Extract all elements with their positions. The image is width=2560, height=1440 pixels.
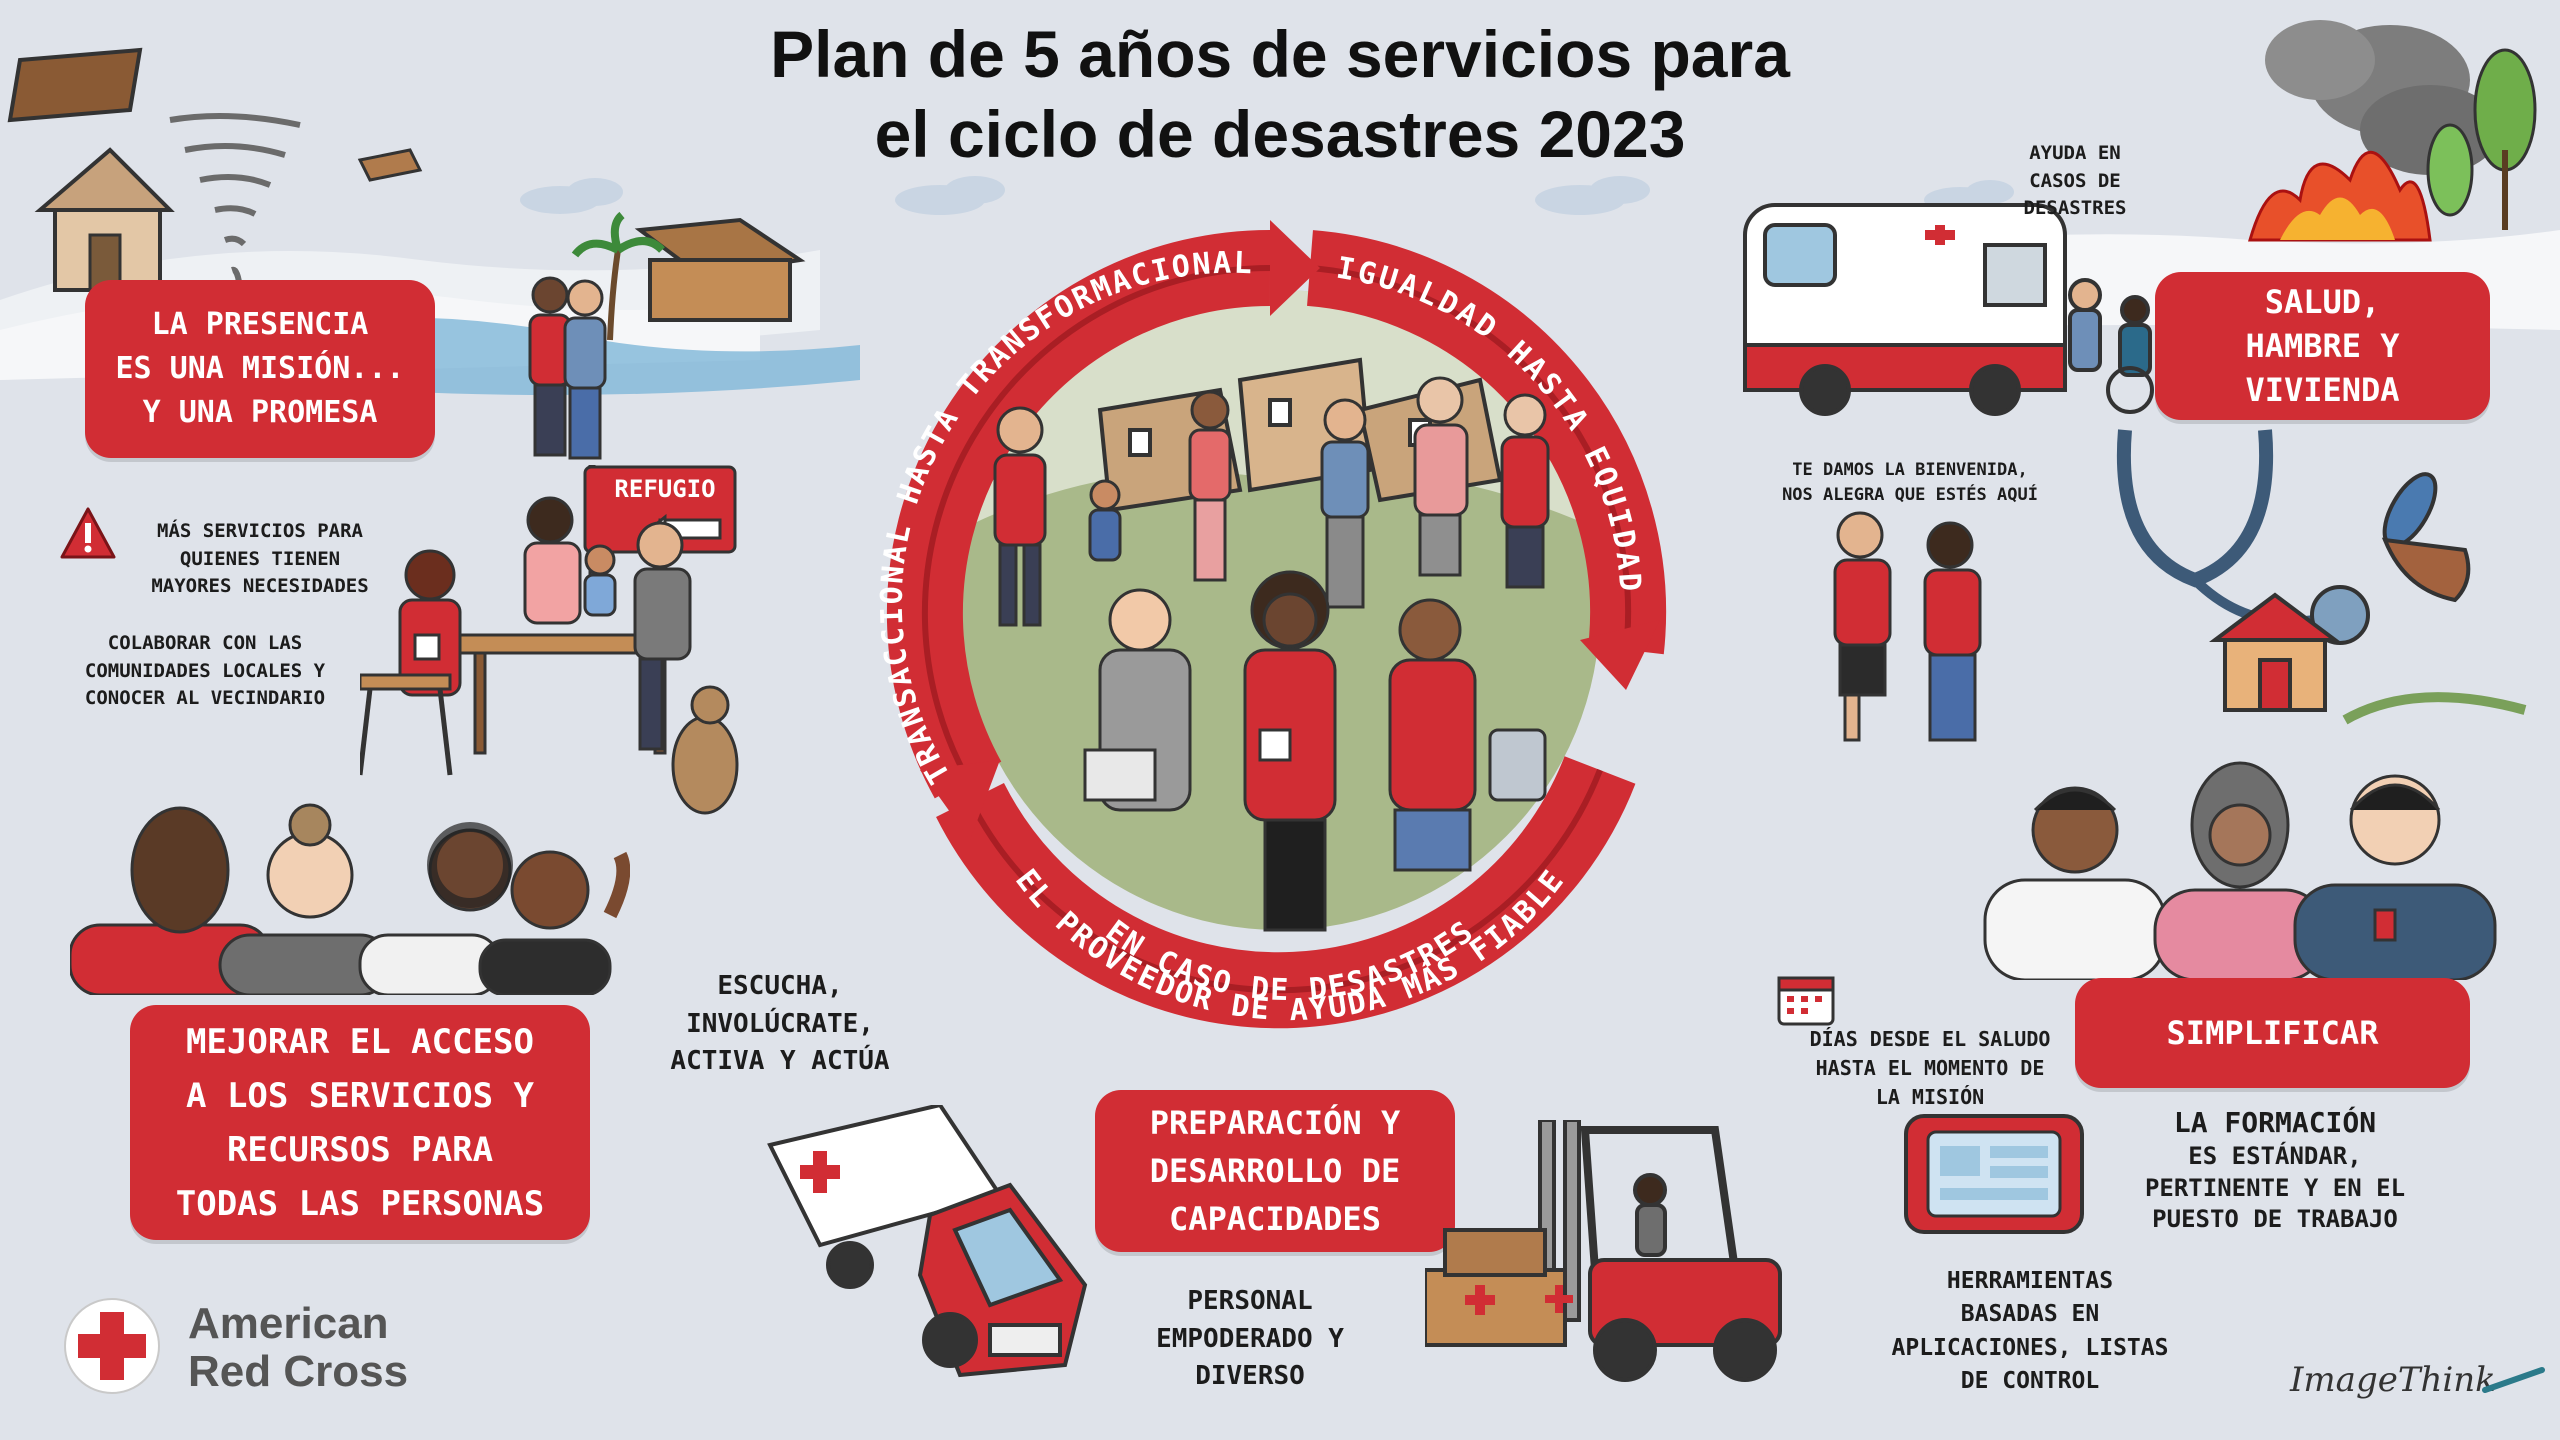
- days-note: DÍAS DESDE EL SALUDO HASTA EL MOMENTO DE…: [1809, 1027, 2051, 1109]
- title-line-2: el ciclo de desastres 2023: [874, 97, 1686, 171]
- stethoscope-house-illustration: [2116, 429, 2527, 725]
- alert-icon: [60, 507, 116, 559]
- health-hunger-housing-box: SALUD, HAMBRE Y VIVIENDA: [2155, 272, 2490, 420]
- red-cross-logo-icon: [64, 1298, 160, 1394]
- presence-line-2: ES UNA MISIÓN...: [115, 351, 405, 386]
- palm-tree-illustration: [571, 211, 665, 341]
- page-title: Plan de 5 años de servicios para el cicl…: [0, 14, 2560, 174]
- refugio-sign-label: REFUGIO: [614, 475, 716, 503]
- welcome-note: TE DAMOS LA BIENVENIDA, NOS ALEGRA QUE E…: [1782, 460, 2038, 505]
- ambulance-illustration: [1743, 203, 2154, 416]
- forklift-illustration: [1425, 1120, 1782, 1382]
- preparation-capacity-box: PREPARACIÓN Y DESARROLLO DE CAPACIDADES: [1095, 1090, 1455, 1252]
- calendar-icon: [1777, 976, 1835, 1026]
- house-illustration: [7, 47, 806, 322]
- simplify-people-illustration: [1983, 761, 2497, 980]
- collaborate-note: COLABORAR CON LAS COMUNIDADES LOCALES Y …: [84, 632, 326, 710]
- app-tools-note: HERRAMIENTAS BASADAS EN APLICACIONES, LI…: [1891, 1268, 2169, 1395]
- more-services-note: MÁS SERVICIOS PARA QUIENES TIENEN MAYORE…: [151, 520, 369, 598]
- empowered-staff-note: PERSONAL EMPODERADO Y DIVERSO: [1156, 1286, 1344, 1392]
- welcome-handshake-illustration: [1833, 511, 1982, 742]
- wildfire-illustration: [2248, 20, 2537, 242]
- relief-truck-illustration: [767, 1105, 1088, 1378]
- hugging-people-illustration: [528, 276, 607, 460]
- training-note: LA FORMACIÓN ES ESTÁNDAR, PERTINENTE Y E…: [2144, 1106, 2406, 1233]
- title-line-1: Plan de 5 años de servicios para: [770, 17, 1790, 91]
- presence-line-1: LA PRESENCIA: [151, 307, 369, 342]
- ring-diagram: TRANSACCIONAL HASTA TRANSFORMACIONAL IGU…: [875, 220, 1667, 1029]
- pen-icon: [2482, 1367, 2545, 1393]
- tornado-illustration: [169, 113, 301, 291]
- improve-access-box: MEJORAR EL ACCESO A LOS SERVICIOS Y RECU…: [130, 1005, 590, 1240]
- illustrator-signature: ImageThink: [2290, 1360, 2496, 1400]
- presence-mission-box: LA PRESENCIA ES UNA MISIÓN... Y UNA PROM…: [85, 280, 435, 458]
- tablet-app-icon: [1904, 1114, 2084, 1234]
- brand-name: American Red Cross: [188, 1299, 409, 1396]
- people-group-illustration: [993, 376, 1550, 932]
- presence-line-3: Y UNA PROMESA: [142, 395, 378, 430]
- disaster-help-note: AYUDA EN CASOS DE DESASTRES: [2023, 142, 2127, 220]
- listen-note: ESCUCHA, INVOLÚCRATE, ACTIVA Y ACTÚA: [670, 971, 890, 1077]
- shelter-scene-illustration: [360, 465, 739, 815]
- diverse-staff-group-illustration: [70, 803, 630, 995]
- simplify-box: SIMPLIFICAR: [2075, 978, 2470, 1088]
